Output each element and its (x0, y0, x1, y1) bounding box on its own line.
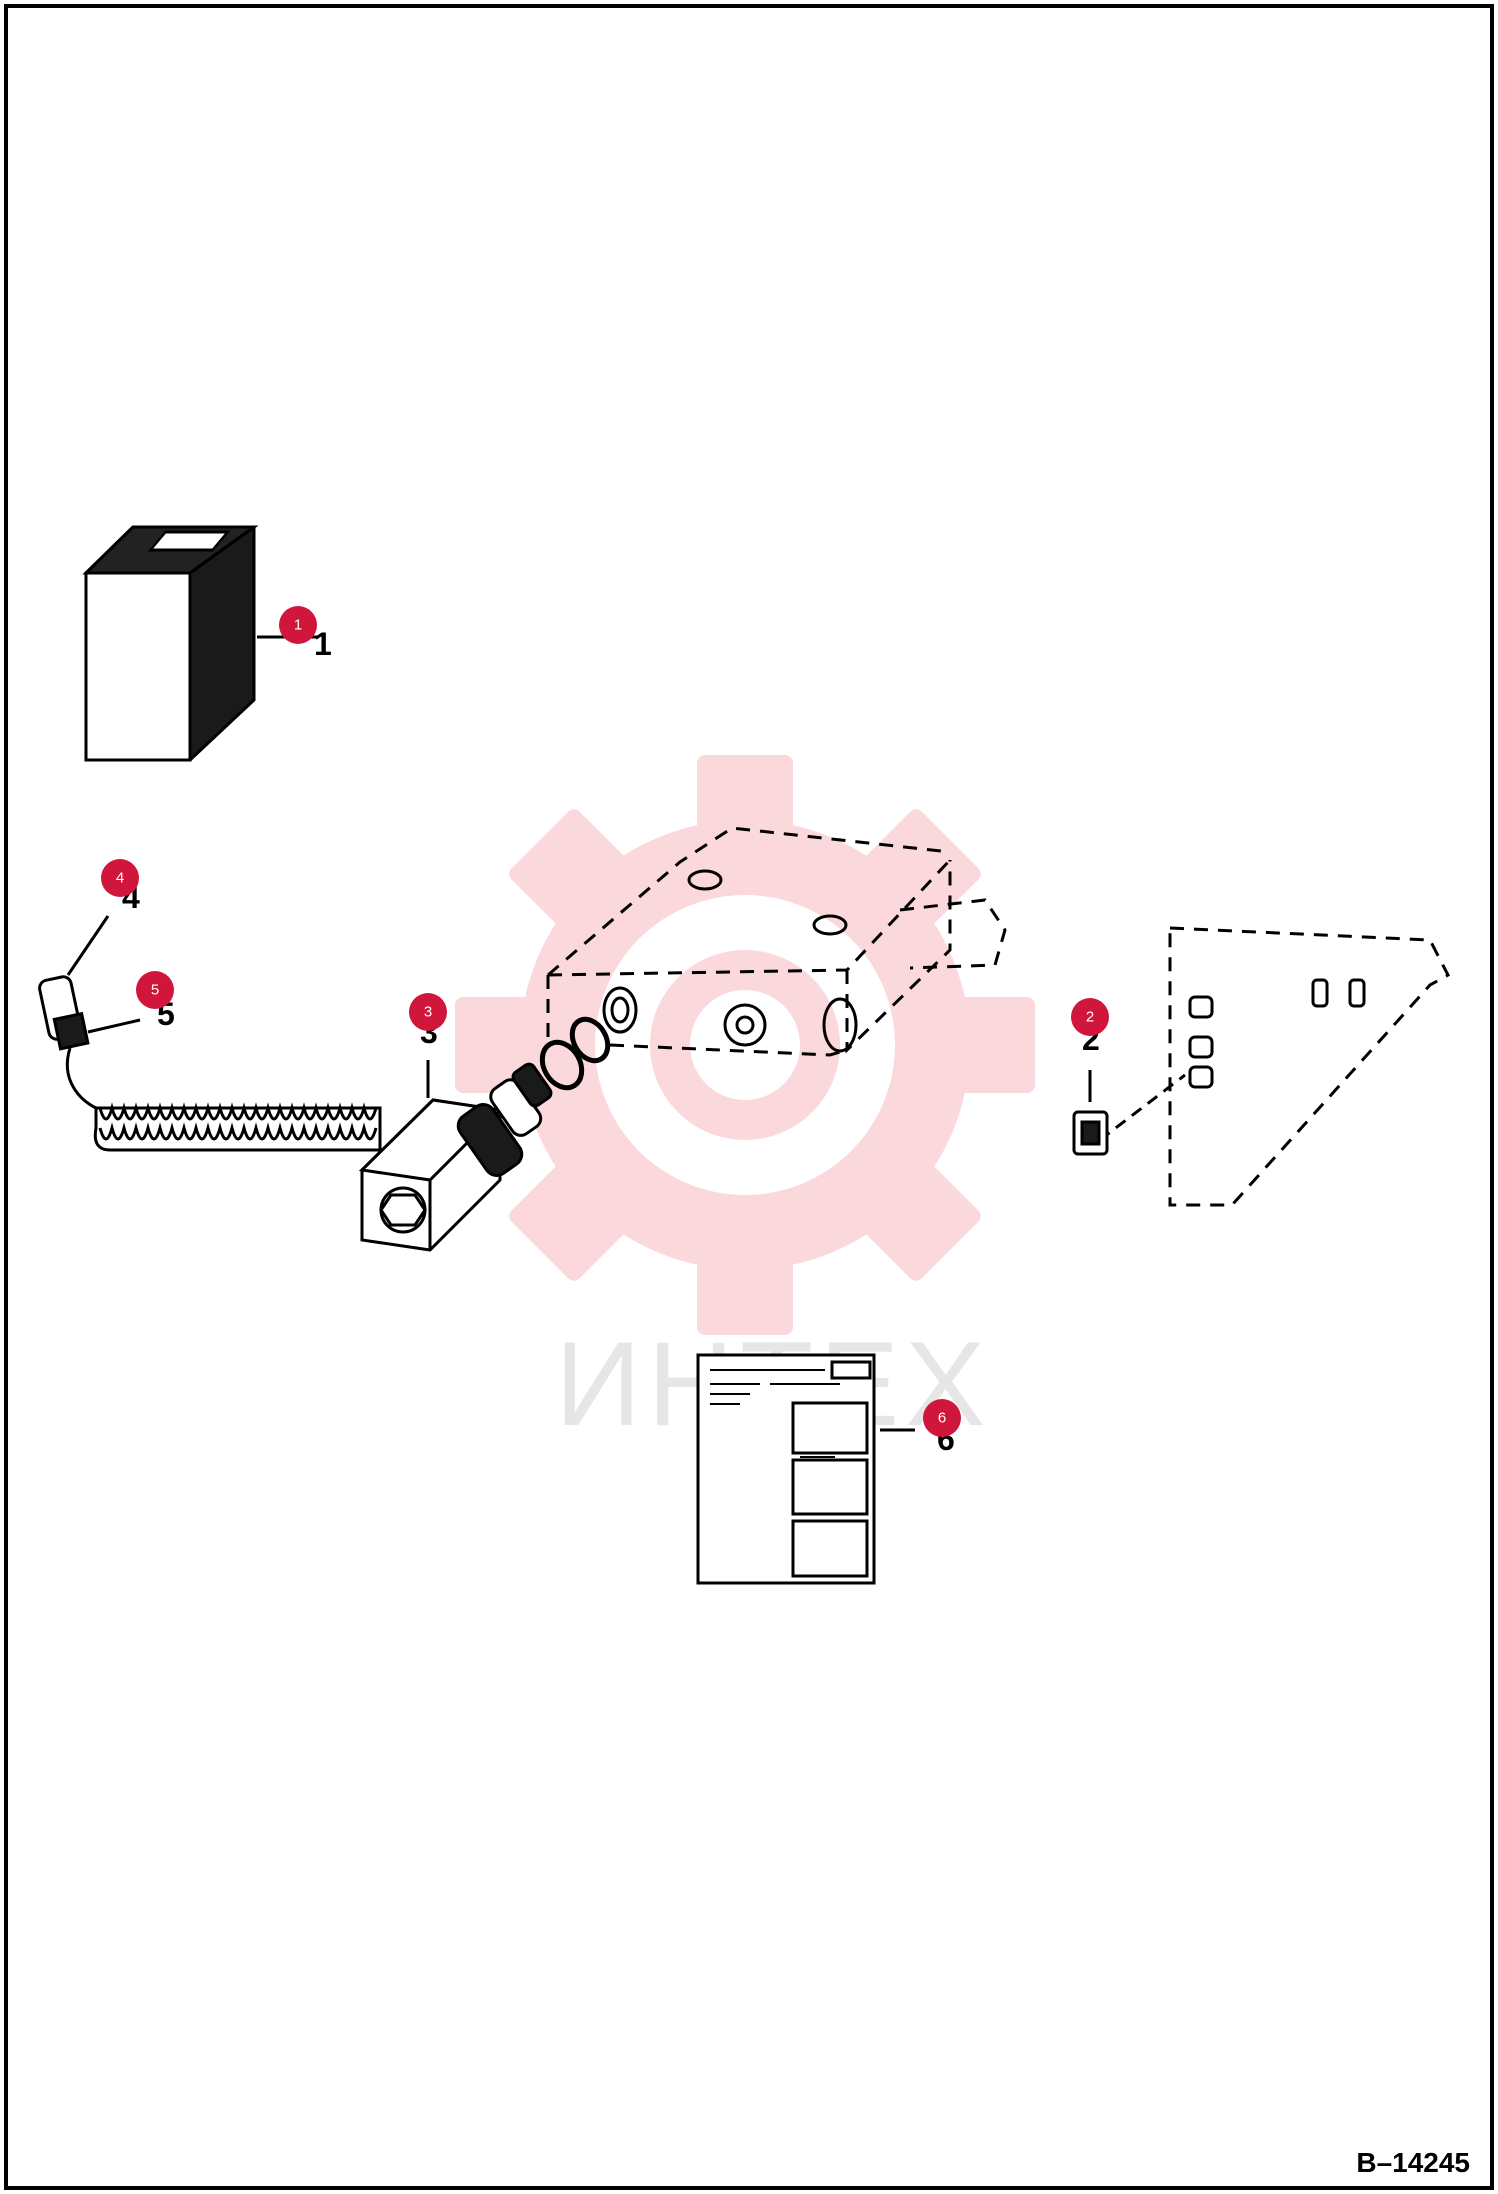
svg-text:6: 6 (938, 1410, 946, 1427)
instruction-sheet-icon (696, 1353, 915, 1585)
svg-text:2: 2 (1086, 1009, 1094, 1026)
page-border (4, 4, 1494, 2190)
solenoid-valve-icon (93, 1060, 553, 1252)
callout-badge-4[interactable]: 4 (101, 859, 139, 897)
svg-text:4: 4 (116, 870, 124, 887)
o-ring-icon (539, 1016, 611, 1091)
svg-text:5: 5 (151, 982, 159, 999)
callout-badge-2[interactable]: 2 (1071, 998, 1109, 1036)
callout-badge-1[interactable]: 1 (279, 606, 317, 644)
callout-badge-6[interactable]: 6 (923, 1399, 961, 1437)
svg-text:3: 3 (424, 1004, 432, 1021)
svg-text:1: 1 (294, 617, 302, 634)
connector-plug-icon (38, 915, 141, 1110)
solenoid-coil-box-icon (82, 525, 318, 762)
callout-badge-3[interactable]: 3 (409, 993, 447, 1031)
figure-id: B–14245 (1356, 2147, 1470, 2178)
callout-badge-5[interactable]: 5 (136, 971, 174, 1009)
bracket-clip-icon (1072, 926, 1450, 1207)
valve-manifold-icon (546, 826, 1007, 1057)
callout-label-1: 1 (314, 626, 332, 662)
